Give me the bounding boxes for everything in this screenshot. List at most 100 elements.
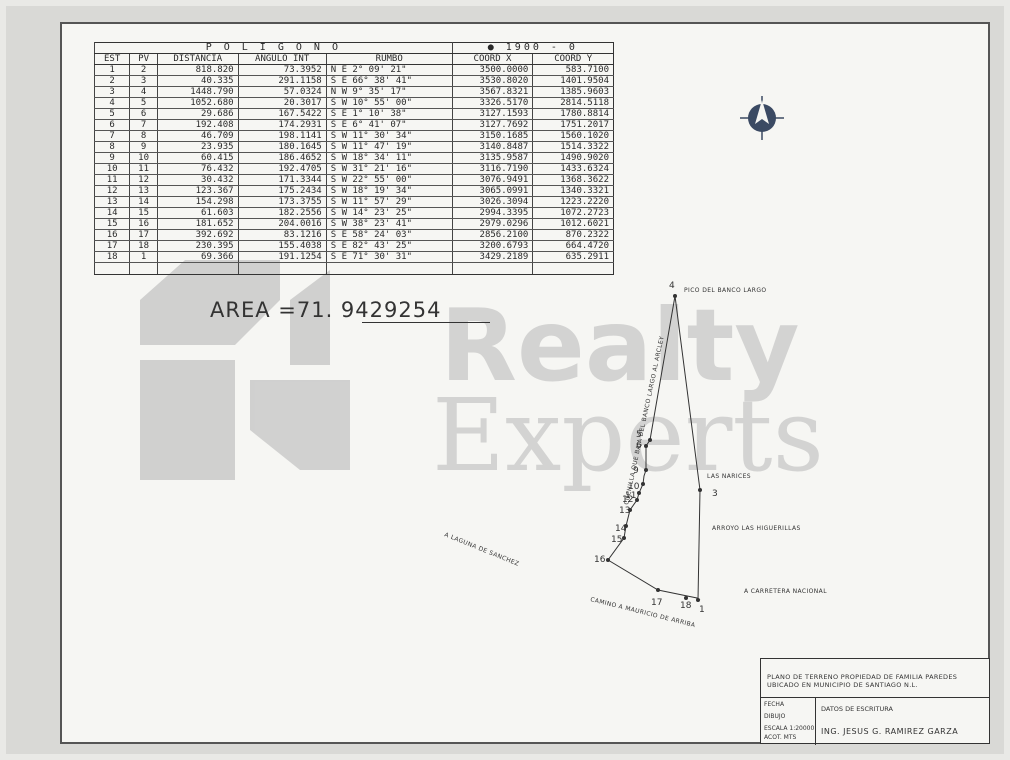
- cell-ang: 173.3755: [237, 196, 327, 208]
- cell-est: 10: [93, 163, 130, 175]
- cell-y: 1433.6324: [532, 163, 614, 175]
- label-narices: LAS NARICES: [707, 473, 751, 480]
- tb-escala: ESCALA 1:20000: [764, 725, 815, 732]
- cell-dist: 123.367: [156, 185, 239, 197]
- vertex-label-1: 1: [699, 605, 705, 615]
- title-block-vdivider: [815, 697, 816, 745]
- cell-y: 1780.8814: [532, 108, 614, 120]
- cell-pv: 8: [129, 130, 158, 142]
- cell-dist: 23.935: [156, 141, 239, 153]
- cell-pv: 14: [129, 196, 158, 208]
- cell-x: 3127.1593: [451, 108, 533, 120]
- cell-dist: 46.709: [156, 130, 239, 142]
- cell-y: 1012.6021: [532, 218, 614, 230]
- cell-ang: 174.2931: [237, 119, 327, 131]
- cell-ang: 171.3344: [237, 174, 327, 186]
- cell-rumbo: S W 18° 19' 34": [325, 185, 453, 197]
- cell-dist: 181.652: [156, 218, 239, 230]
- vertex-label-10: 10: [628, 482, 640, 492]
- cell-dist: 818.820: [156, 64, 239, 76]
- cell-ang: 198.1141: [237, 130, 327, 142]
- cell-pv: 17: [129, 229, 158, 241]
- watermark-text-realty: Realty: [440, 287, 800, 404]
- cell-est: 17: [93, 240, 130, 252]
- table-title: P O L I G O N O: [94, 42, 453, 54]
- cell-est: 9: [93, 152, 130, 164]
- cell-est: 4: [93, 97, 130, 109]
- table-empty-row: [93, 262, 614, 275]
- cell-ang: 180.1645: [237, 141, 327, 153]
- parcel-boundary: [607, 295, 701, 601]
- cell-est: 16: [93, 229, 130, 241]
- cell-rumbo: S E 6° 41' 07": [325, 119, 453, 131]
- col-coord-y: COORD Y: [532, 53, 614, 65]
- col-rumbo: RUMBO: [325, 53, 453, 65]
- cell-dist: 30.432: [156, 174, 239, 186]
- vertex-label-5: 5: [636, 430, 642, 440]
- col-est: EST: [93, 53, 130, 65]
- cell-dist: 76.432: [156, 163, 239, 175]
- cell-dist: 40.335: [156, 75, 239, 87]
- polygon-table: P O L I G O N O ● 1900 - 0 EST PV DISTAN…: [93, 42, 614, 275]
- cell-ang: 155.4038: [237, 240, 327, 252]
- cell-pv: 11: [129, 163, 158, 175]
- cell-rumbo: S W 11° 30' 34": [325, 130, 453, 142]
- cell-est: 15: [93, 218, 130, 230]
- watermark-text-experts: Experts: [432, 377, 824, 494]
- cell-pv: 10: [129, 152, 158, 164]
- cell-x: 3429.2189: [451, 251, 533, 263]
- cell-y: 870.2322: [532, 229, 614, 241]
- cell-rumbo: S W 31° 21' 16": [325, 163, 453, 175]
- cell-ang: 204.0016: [237, 218, 327, 230]
- cell-x: 3065.0991: [451, 185, 533, 197]
- title-line-1: PLANO DE TERRENO PROPIEDAD DE FAMILIA PA…: [767, 673, 958, 681]
- tb-engineer: ING. JESUS G. RAMIREZ GARZA: [821, 727, 959, 736]
- cell-est: 14: [93, 207, 130, 219]
- cell-ang: 191.1254: [237, 251, 327, 263]
- cell-rumbo: N W 9° 35' 17": [325, 86, 453, 98]
- cell-y: 1490.9020: [532, 152, 614, 164]
- cell-rumbo: S W 14° 23' 25": [325, 207, 453, 219]
- cell-pv: 4: [129, 86, 158, 98]
- tb-acot: ACOT. MTS: [764, 734, 797, 741]
- vertex-label-15: 15: [611, 535, 622, 545]
- cell-est: 7: [93, 130, 130, 142]
- vertex-label-4: 4: [669, 281, 675, 291]
- datum-value: 1900 - 0: [505, 42, 578, 53]
- cell-pv: 1: [129, 251, 158, 263]
- vertex-label-3: 3: [712, 489, 718, 499]
- cell-ang: 182.2556: [237, 207, 327, 219]
- cell-est: 11: [93, 174, 130, 186]
- cell-rumbo: S W 11° 47' 19": [325, 141, 453, 153]
- cell-pv: 15: [129, 207, 158, 219]
- watermark-logo: [140, 260, 350, 480]
- vertex-label-11: 11: [625, 491, 636, 501]
- parcel-vertices: [606, 294, 702, 602]
- title-block: PLANO DE TERRENO PROPIEDAD DE FAMILIA PA…: [760, 658, 990, 745]
- cell-ang: 20.3017: [237, 97, 327, 109]
- cell-y: 1385.9603: [532, 86, 614, 98]
- cell-rumbo: N E 2° 09' 21": [325, 64, 453, 76]
- cell-ang: 175.2434: [237, 185, 327, 197]
- cell-empty: [129, 262, 158, 275]
- cell-x: 3140.8487: [451, 141, 533, 153]
- cell-est: 13: [93, 196, 130, 208]
- cell-empty: [93, 262, 130, 275]
- cell-y: 1072.2723: [532, 207, 614, 219]
- cell-x: 3567.8321: [451, 86, 533, 98]
- cell-pv: 13: [129, 185, 158, 197]
- cell-rumbo: S W 10° 55' 00": [325, 97, 453, 109]
- cell-dist: 1448.790: [156, 86, 239, 98]
- cell-dist: 192.408: [156, 119, 239, 131]
